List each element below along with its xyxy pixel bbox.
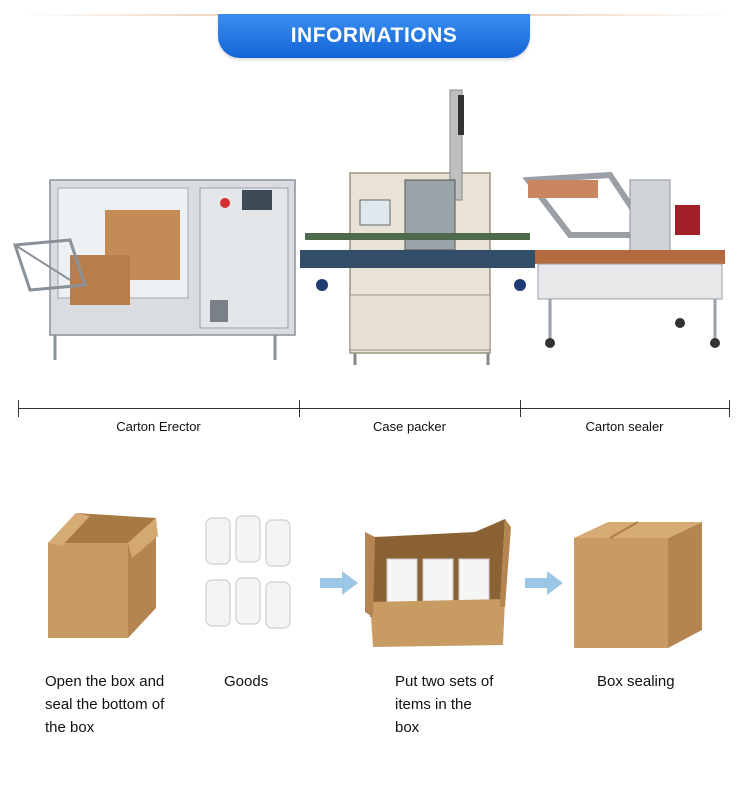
title-banner [218, 14, 530, 58]
case-packer-machine [300, 89, 535, 365]
carton-erector-machine [12, 179, 296, 360]
goods-image [205, 515, 291, 629]
divider-tick [729, 400, 730, 417]
step-caption-put-items: Put two sets of items in the box [395, 673, 494, 736]
machine-label-erector: Carton Erector [116, 419, 201, 434]
page-title: INFORMATIONS [290, 24, 458, 47]
open-box-image [48, 513, 158, 638]
section-divider-line [18, 408, 730, 409]
machine-label-sealer: Carton sealer [585, 419, 664, 434]
arrow-right-icon [320, 571, 358, 595]
packing-line-illustration [12, 89, 725, 365]
machine-label-packer: Case packer [373, 419, 446, 434]
divider-tick [520, 400, 521, 417]
divider-tick [18, 400, 19, 417]
carton-sealer-machine [522, 171, 725, 348]
step-caption-open-box: Open the box and seal the bottom of the … [45, 673, 165, 736]
step-caption-goods: Goods [224, 673, 269, 690]
arrow-right-icon [525, 571, 563, 595]
step-caption-box-sealing: Box sealing [597, 673, 675, 690]
sealed-box-image [574, 521, 702, 648]
packed-box-image [365, 519, 511, 647]
divider-tick [299, 400, 300, 417]
